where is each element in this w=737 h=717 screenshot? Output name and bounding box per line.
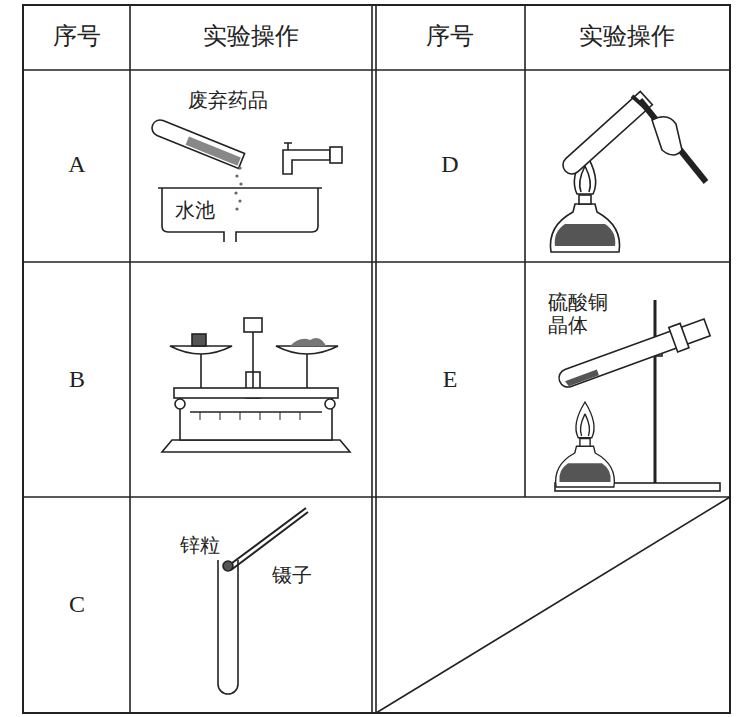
- header-cell: 实验操作: [579, 23, 675, 51]
- part-label: 镊子: [272, 564, 312, 587]
- table-grid: [23, 5, 730, 713]
- header-cell: 实验操作: [203, 23, 299, 51]
- row-letter: A: [68, 151, 85, 179]
- row-letter: C: [69, 591, 85, 619]
- header-cell: 序号: [426, 23, 474, 51]
- tube-tweezers: [218, 508, 308, 694]
- part-label: 硫酸铜晶体: [548, 291, 609, 337]
- row-letter: D: [441, 151, 458, 179]
- heating-scene: [550, 91, 706, 252]
- sink-scene: [150, 118, 342, 242]
- part-label: 废弃药品: [188, 89, 268, 112]
- row-letter: B: [69, 366, 85, 394]
- part-label: 锌粒: [180, 534, 220, 557]
- part-label: 水池: [175, 199, 215, 222]
- row-letter: E: [443, 366, 458, 394]
- header-cell: 序号: [53, 23, 101, 51]
- balance: [162, 318, 350, 452]
